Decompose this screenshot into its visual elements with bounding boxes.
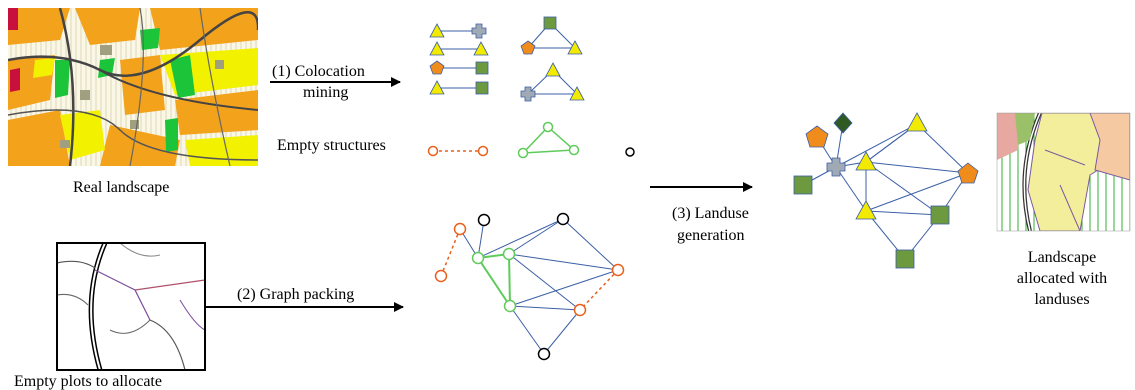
- green-square-icon: [895, 249, 915, 269]
- green-square-icon: [475, 61, 489, 75]
- orange-pentagon-icon: [957, 162, 979, 184]
- graph-node-icon: [477, 213, 491, 227]
- empty-plots-map: [57, 243, 205, 370]
- graph-node-icon: [556, 212, 570, 226]
- allocated-map-frame: [996, 112, 1131, 232]
- empty-structures-label: Empty structures: [277, 137, 386, 154]
- pattern-pair-1: [429, 23, 487, 39]
- allocated-label-line3: landuses: [1034, 291, 1089, 308]
- graph-node-icon: [471, 251, 485, 265]
- graph-node-icon: [611, 263, 625, 277]
- green-square-icon: [793, 175, 813, 195]
- yellow-triangle-icon: [906, 112, 928, 132]
- orange-pentagon-icon: [520, 40, 536, 55]
- colocation-patterns: [429, 16, 585, 102]
- packed-graph: [434, 212, 625, 361]
- empty-structures: [427, 121, 635, 159]
- real-landscape-label: Real landscape: [73, 179, 169, 196]
- pattern-triangle-2: [520, 62, 585, 102]
- yellow-triangle-icon: [473, 41, 489, 56]
- colocation-label-line2: mining: [303, 84, 348, 101]
- yellow-triangle-icon: [855, 151, 877, 171]
- orange-pentagon-icon: [429, 60, 445, 75]
- empty-node-icon: [568, 144, 580, 156]
- yellow-triangle-icon: [429, 80, 445, 95]
- orange-pentagon-icon: [805, 125, 829, 148]
- pattern-pair-4: [429, 80, 489, 95]
- real-landscape-map: [8, 8, 258, 166]
- green-square-icon: [543, 16, 557, 30]
- pattern-pair-3: [429, 60, 489, 75]
- pattern-triangle-1: [520, 16, 583, 55]
- green-square-icon: [475, 81, 489, 95]
- colocation-label-line1: (1) Colocation: [272, 63, 365, 80]
- yellow-triangle-icon: [429, 23, 445, 38]
- grey-cross-icon: [471, 23, 487, 39]
- yellow-triangle-icon: [429, 41, 445, 56]
- empty-node-icon: [542, 121, 554, 133]
- dark-diamond-icon: [833, 112, 853, 134]
- allocated-label-line2: allocated with: [1017, 270, 1107, 287]
- empty-plots-label: Empty plots to allocate: [14, 373, 162, 390]
- graph-node-icon: [537, 347, 551, 361]
- landuse-label-line2: generation: [677, 227, 745, 244]
- allocated-label-line1: Landscape: [1028, 249, 1096, 266]
- yellow-triangle-icon: [567, 40, 583, 55]
- landuse-graph: [793, 112, 979, 269]
- empty-node-icon: [625, 147, 635, 157]
- graph-node-icon: [503, 299, 517, 313]
- yellow-triangle-icon: [545, 62, 561, 77]
- graph-node-icon: [502, 247, 516, 261]
- empty-node-icon: [477, 145, 489, 157]
- pattern-pair-2: [429, 41, 489, 56]
- grey-cross-icon: [826, 157, 846, 177]
- graph-node-icon: [573, 303, 587, 317]
- yellow-triangle-icon: [855, 200, 877, 220]
- allocated-landscape-map: [997, 113, 1130, 231]
- graph-node-icon: [453, 222, 467, 236]
- graph-node-icon: [434, 269, 448, 283]
- green-square-icon: [930, 205, 950, 225]
- yellow-triangle-icon: [569, 86, 585, 101]
- grey-cross-icon: [520, 86, 536, 102]
- landuse-label-line1: (3) Landuse: [672, 205, 749, 222]
- empty-node-icon: [517, 147, 529, 159]
- empty-node-icon: [427, 145, 439, 157]
- graph-packing-label: (2) Graph packing: [237, 286, 354, 303]
